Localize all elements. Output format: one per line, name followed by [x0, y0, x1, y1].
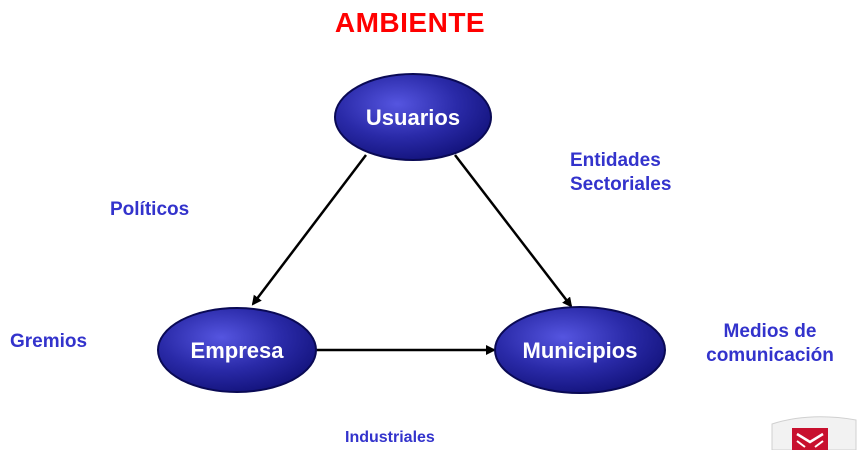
- institutional-logo-icon: [770, 414, 857, 450]
- node-empresa: Empresa: [157, 307, 317, 393]
- node-usuarios: Usuarios: [334, 73, 492, 161]
- label-entidades-sectoriales: Entidades Sectoriales: [570, 149, 671, 197]
- node-usuarios-label: Usuarios: [366, 105, 460, 130]
- node-empresa-label: Empresa: [191, 338, 285, 363]
- diagram-title: AMBIENTE: [334, 7, 486, 38]
- label-entidades-line1: Entidades: [570, 150, 661, 171]
- node-municipios: Municipios: [494, 306, 666, 394]
- label-industriales: Industriales: [345, 429, 435, 446]
- arrow-usuarios-to-empresa: [251, 154, 367, 306]
- label-gremios: Gremios: [10, 331, 88, 352]
- arrow-usuarios-to-municipios: [454, 154, 573, 308]
- label-entidades-line2: Sectoriales: [570, 174, 672, 195]
- node-municipios-label: Municipios: [523, 338, 638, 363]
- label-politicos: Políticos: [110, 199, 190, 220]
- label-medios-line1: Medios de: [723, 321, 817, 342]
- label-medios-line2: comunicación: [706, 345, 834, 366]
- label-medios-comunicacion: Medios de comunicación: [688, 320, 852, 368]
